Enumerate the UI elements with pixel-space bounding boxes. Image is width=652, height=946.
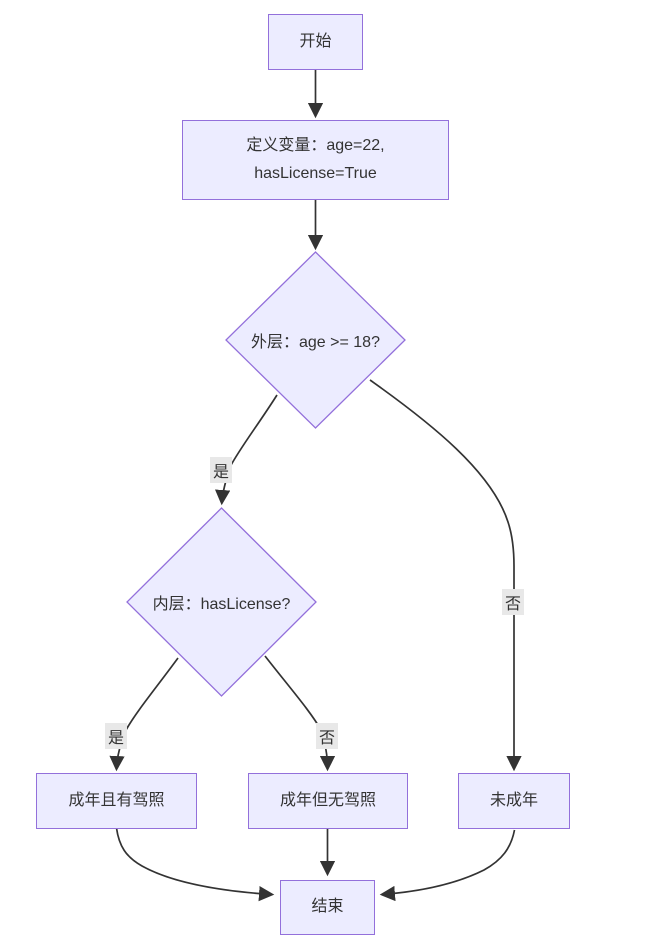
- edge-adult-with-license-to-end: [115, 827, 275, 902]
- edge-inner-no-to-adult-without-license: [264, 655, 336, 772]
- node-end: 结束: [280, 880, 375, 935]
- outer-decision-shape: [225, 251, 406, 429]
- edge-minor-to-end: [379, 829, 516, 902]
- node-outer-decision-label: 外层：age >= 18?: [251, 334, 380, 351]
- edge-outer-no-to-minor: [369, 379, 522, 772]
- node-end-label: 结束: [311, 898, 344, 916]
- node-inner-decision-label: 内层：hasLicense?: [152, 596, 291, 613]
- edge-outer-yes-to-inner-decision: [214, 394, 278, 506]
- edge-label-outer-yes: 是: [209, 457, 233, 483]
- node-define-variables-label: 定义变量：age=22, hasLicense=True: [246, 132, 384, 188]
- node-start-label: 开始: [299, 32, 332, 50]
- edge-label-inner-yes: 是: [104, 723, 128, 749]
- node-adult-without-license: 成年但无驾照: [248, 773, 408, 829]
- inner-decision-shape: [126, 507, 317, 697]
- edge-label-inner-no: 否: [315, 723, 339, 749]
- node-minor-label: 未成年: [489, 791, 538, 809]
- node-adult-without-license-label: 成年但无驾照: [279, 791, 376, 809]
- node-start: 开始: [268, 14, 363, 70]
- node-adult-with-license: 成年且有驾照: [36, 773, 197, 829]
- edge-inner-yes-to-adult-with-license: [109, 657, 179, 772]
- node-adult-with-license-label: 成年且有驾照: [68, 791, 165, 809]
- define-label-line1: 定义变量：age=22,: [246, 137, 385, 154]
- node-define-variables: 定义变量：age=22, hasLicense=True: [182, 120, 449, 200]
- edge-label-outer-no: 否: [501, 589, 525, 615]
- node-minor: 未成年: [458, 773, 570, 829]
- define-label-line2: hasLicense=True: [254, 165, 377, 182]
